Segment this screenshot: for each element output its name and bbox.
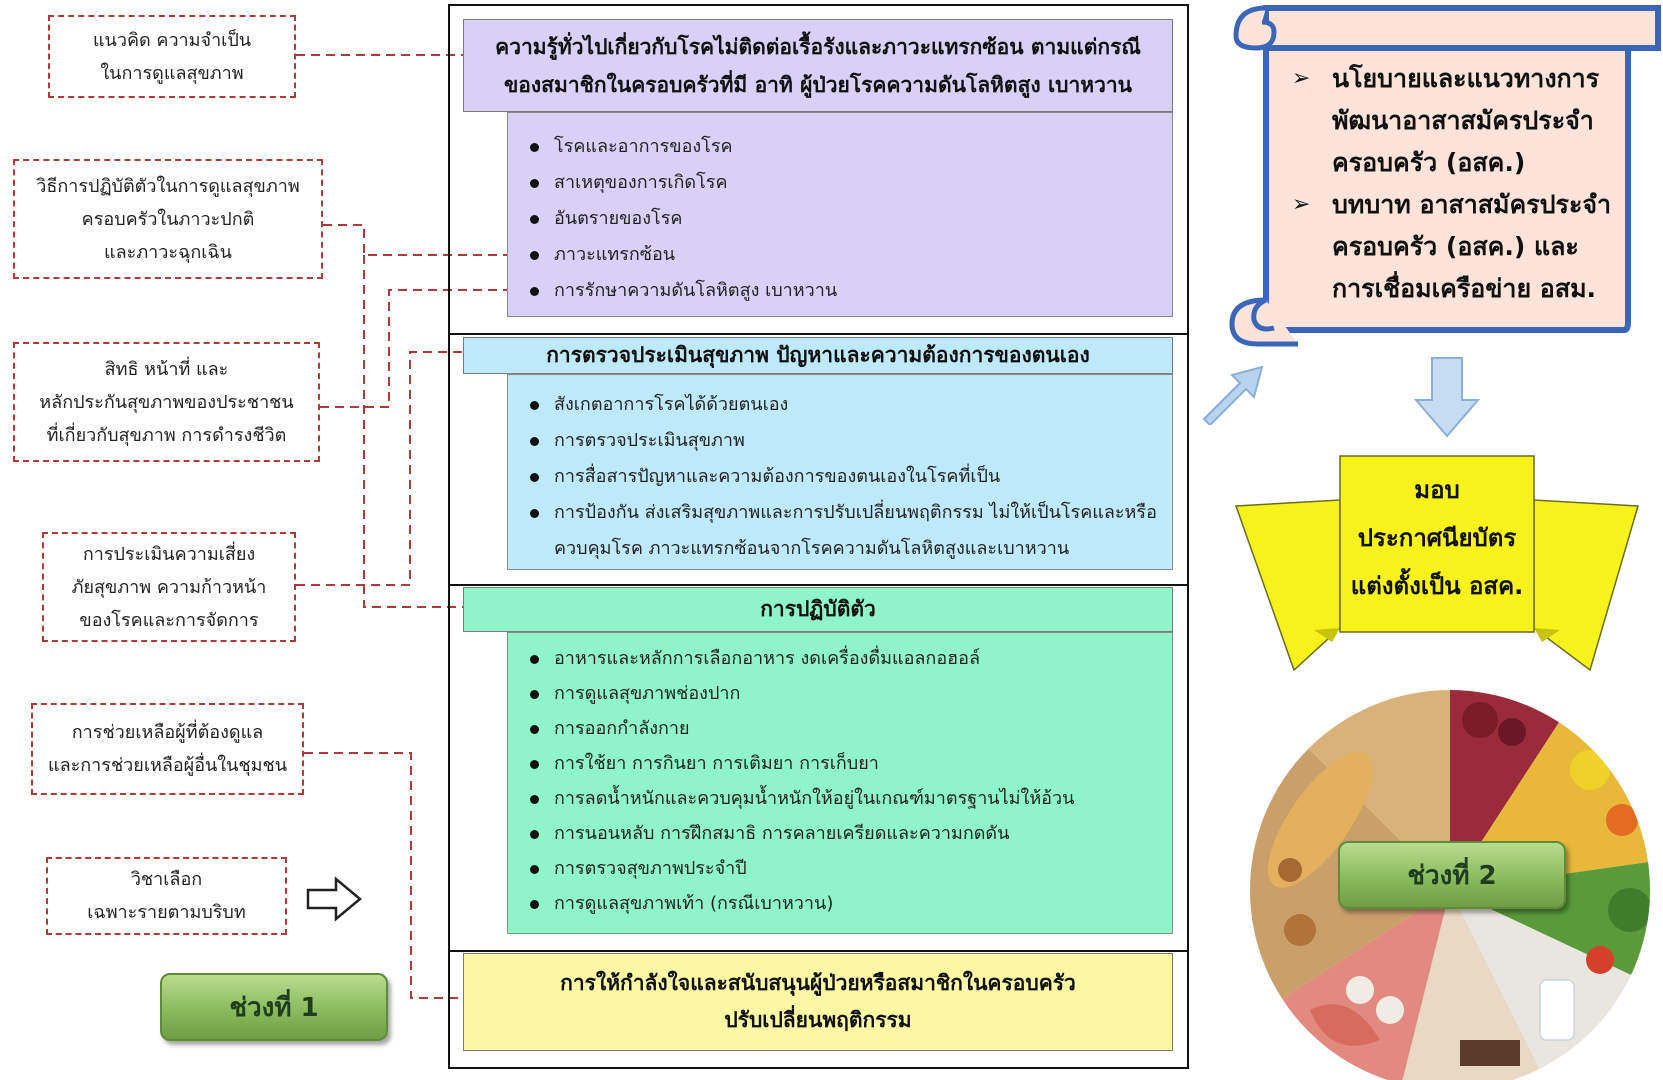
list-item: การใช้ยา การกินยา การเติมยา การเก็บยา	[508, 746, 1172, 781]
concept-box-family-care: วิธีการปฏิบัติตัวในการดูแลสุขภาพ ครอบครั…	[13, 159, 323, 279]
right-outline-arrow-icon	[306, 876, 362, 922]
section-header-general-knowledge: ความรู้ทั่วไปเกี่ยวกับโรคไม่ติดต่อเรื้อร…	[463, 19, 1173, 112]
section-header-practice: การปฏิบัติตัว	[463, 587, 1173, 632]
section-divider	[448, 584, 1189, 586]
list-item: การตรวจสุขภาพประจำปี	[508, 851, 1172, 886]
concept-box-elective: วิชาเลือก เฉพาะรายตามบริบท	[46, 857, 287, 935]
list-item: สังเกตอาการโรคได้ด้วยตนเอง	[508, 387, 1172, 423]
down-arrow-icon	[1413, 357, 1481, 438]
section-header-encouragement: การให้กำลังใจและสนับสนุนผู้ป่วยหรือสมาชิ…	[463, 953, 1173, 1051]
ribbon-text: มอบ ประกาศนียบัตร แต่งตั้งเป็น อสค.	[1340, 466, 1534, 610]
concept-box-community-help: การช่วยเหลือผู้ที่ต้องดูแล และการช่วยเหล…	[31, 703, 304, 795]
concept-box-risk-assessment: การประเมินความเสี่ยง ภัยสุขภาพ ความก้าวห…	[42, 532, 296, 642]
list-item: การลดน้ำหนักและควบคุมน้ำหนักให้อยู่ในเกณ…	[508, 781, 1172, 816]
list-item: สาเหตุของการเกิดโรค	[508, 165, 1172, 201]
list-item: การนอนหลับ การฝึกสมาธิ การคลายเครียดและค…	[508, 816, 1172, 851]
list-item: ภาวะแทรกซ้อน	[508, 237, 1172, 273]
concept-box-necessity: แนวคิด ความจำเป็น ในการดูแลสุขภาพ	[48, 15, 296, 98]
list-item: การตรวจประเมินสุขภาพ	[508, 423, 1172, 459]
curriculum-frame	[448, 4, 1189, 1069]
diagonal-arrow-icon	[1202, 365, 1264, 425]
list-item: การดูแลสุขภาพช่องปาก	[508, 676, 1172, 711]
list-item: การออกกำลังกาย	[508, 711, 1172, 746]
list-item: อันตรายของโรค	[508, 201, 1172, 237]
phase-1-label: ช่วงที่ 1	[160, 973, 388, 1041]
list-item: การสื่อสารปัญหาและความต้องการของตนเองในโ…	[508, 459, 1172, 495]
scroll-list-item: บทบาท อาสาสมัครประจำครอบครัว (อสค.) และก…	[1286, 184, 1618, 310]
ribbon-line-2: ประกาศนียบัตร	[1357, 524, 1517, 552]
section-panel-general-knowledge: โรคและอาการของโรค สาเหตุของการเกิดโรค อั…	[507, 112, 1173, 317]
list-item: อาหารและหลักการเลือกอาหาร งดเครื่องดื่มแ…	[508, 641, 1172, 676]
section-divider	[448, 950, 1189, 952]
section-divider	[448, 333, 1189, 335]
list-item: โรคและอาการของโรค	[508, 129, 1172, 165]
list-item: การป้องกัน ส่งเสริมสุขภาพและการปรับเปลี่…	[508, 495, 1172, 567]
section-header-health-assessment: การตรวจประเมินสุขภาพ ปัญหาและความต้องการ…	[463, 337, 1173, 374]
list-item: การรักษาความดันโลหิตสูง เบาหวาน	[508, 273, 1172, 309]
scroll-content: นโยบายและแนวทางการพัฒนาอาสาสมัครประจำครอ…	[1286, 58, 1618, 310]
ribbon-line-1: มอบ	[1414, 476, 1460, 504]
list-item: การดูแลสุขภาพเท้า (กรณีเบาหวาน)	[508, 886, 1172, 921]
phase-2-label: ช่วงที่ 2	[1338, 841, 1566, 909]
concept-box-rights: สิทธิ หน้าที่ และ หลักประกันสุขภาพของประ…	[13, 342, 320, 462]
ribbon-line-3: แต่งตั้งเป็น อสค.	[1350, 572, 1524, 600]
ribbon-banner	[1234, 455, 1639, 672]
section-panel-health-assessment: สังเกตอาการโรคได้ด้วยตนเอง การตรวจประเมิ…	[507, 374, 1173, 570]
section-panel-practice: อาหารและหลักการเลือกอาหาร งดเครื่องดื่มแ…	[507, 632, 1173, 934]
scroll-list-item: นโยบายและแนวทางการพัฒนาอาสาสมัครประจำครอ…	[1286, 58, 1618, 184]
